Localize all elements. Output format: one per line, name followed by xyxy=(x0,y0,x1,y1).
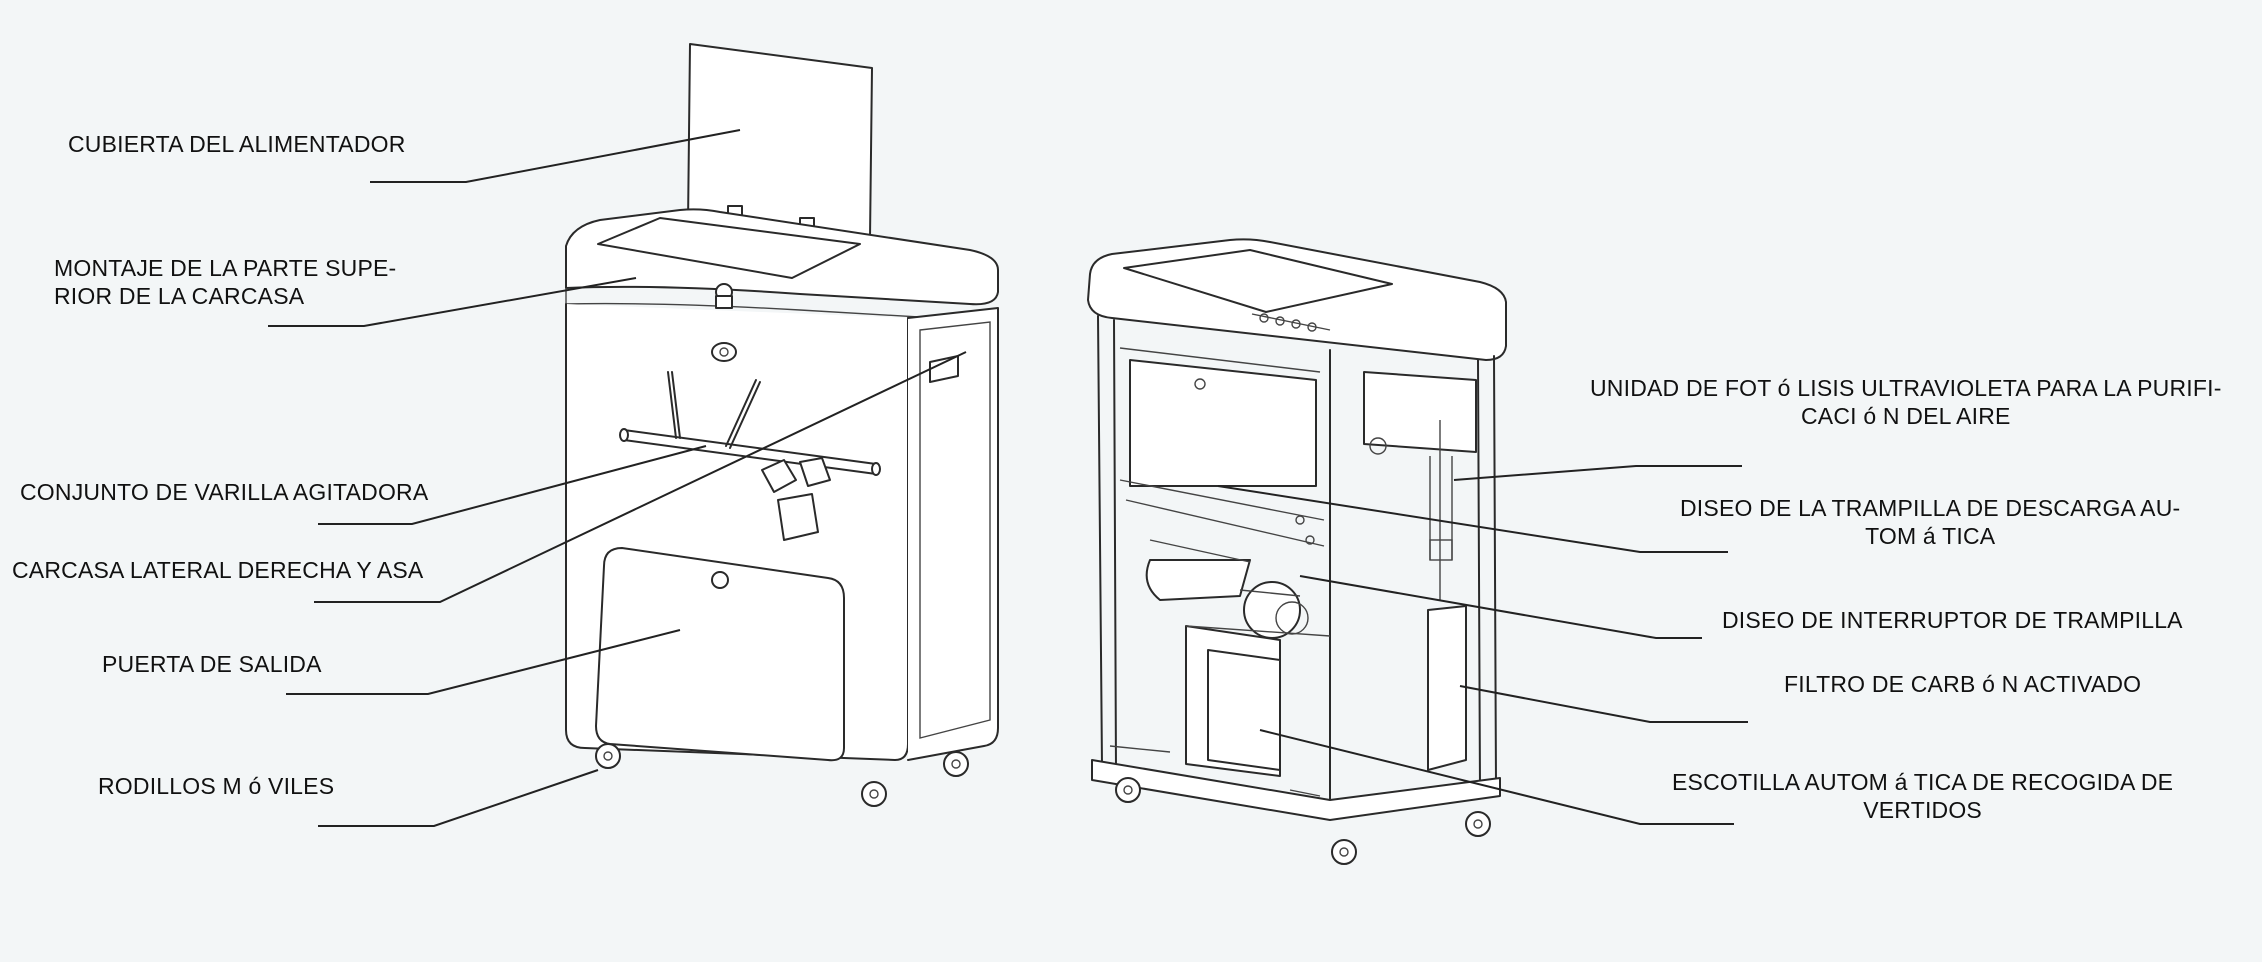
right-side-panel xyxy=(907,307,999,761)
label-hatch-switch: DISEO DE INTERRUPTOR DE TRAMPILLA xyxy=(1722,607,2183,633)
roller-2 xyxy=(861,781,887,807)
label-top-housing: MONTAJE DE LA PARTE SUPE- RIOR DE LA CAR… xyxy=(54,254,396,310)
label-rollers: RODILLOS M ó VILES xyxy=(98,773,335,799)
label-uv-unit: UNIDAD DE FOT ó LISIS ULTRAVIOLETA PARA … xyxy=(1590,374,2222,430)
activated-carbon-filter xyxy=(1427,605,1467,771)
label-discharge-hatch-line1: DISEO DE LA TRAMPILLA DE DESCARGA AU- xyxy=(1680,495,2181,521)
interior-roller-1 xyxy=(1115,777,1141,803)
exit-door-knob xyxy=(711,571,729,589)
exit-door xyxy=(595,547,845,762)
label-spill-hatch-line2: VERTIDOS xyxy=(1863,797,1982,823)
leader-uv-unit xyxy=(1453,465,1742,481)
uv-unit xyxy=(1363,371,1477,453)
interior-roller-3 xyxy=(1465,811,1491,837)
label-uv-unit-line2: CACI ó N DEL AIRE xyxy=(1800,403,2011,429)
interior-roller-2 xyxy=(1331,839,1357,865)
label-right-side-housing: CARCASA LATERAL DERECHA Y ASA xyxy=(12,557,424,583)
front-lock xyxy=(711,342,737,362)
label-spill-hatch-line1: ESCOTILLA AUTOM á TICA DE RECOGIDA DE xyxy=(1672,769,2174,795)
label-agitator-rod: CONJUNTO DE VARILLA AGITADORA xyxy=(20,479,429,505)
leader-top-housing xyxy=(268,277,637,327)
leader-rollers xyxy=(318,769,599,827)
right-machine-interior xyxy=(1087,238,1507,865)
roller-3 xyxy=(943,751,969,777)
label-spill-hatch: ESCOTILLA AUTOM á TICA DE RECOGIDA DE VE… xyxy=(1672,768,2173,824)
leader-lines xyxy=(268,129,1748,827)
leader-discharge-hatch xyxy=(1217,485,1728,553)
drum xyxy=(1145,559,1251,601)
leader-hatch-switch xyxy=(1299,575,1702,639)
label-carbon-filter: FILTRO DE CARB ó N ACTIVADO xyxy=(1784,671,2142,697)
left-machine-exterior xyxy=(565,43,999,807)
label-discharge-hatch-line2: TOM á TICA xyxy=(1865,523,1996,549)
agitator-rod-assembly xyxy=(619,371,881,541)
leader-carbon-filter xyxy=(1459,685,1748,723)
feeder-cover-lid xyxy=(687,43,873,239)
top-housing xyxy=(565,208,999,306)
leader-agitator-rod xyxy=(318,445,707,525)
leader-spill-hatch xyxy=(1259,729,1734,825)
motor xyxy=(1243,581,1301,639)
leader-exit-door xyxy=(286,629,681,695)
side-handle xyxy=(929,355,959,383)
label-discharge-hatch: DISEO DE LA TRAMPILLA DE DESCARGA AU- TO… xyxy=(1680,494,2180,550)
interior-base xyxy=(1091,759,1501,821)
label-uv-unit-line1: UNIDAD DE FOT ó LISIS ULTRAVIOLETA PARA … xyxy=(1590,375,2222,401)
label-exit-door: PUERTA DE SALIDA xyxy=(102,651,322,677)
label-feeder-cover: CUBIERTA DEL ALIMENTADOR xyxy=(68,131,406,157)
discharge-hatch xyxy=(1129,359,1317,487)
label-top-housing-line2: RIOR DE LA CARCASA xyxy=(54,283,305,309)
roller-1 xyxy=(595,743,621,769)
leader-right-side-housing xyxy=(314,351,967,603)
interior-top-housing xyxy=(1087,238,1507,361)
label-top-housing-line1: MONTAJE DE LA PARTE SUPE- xyxy=(54,255,397,281)
leader-feeder-cover xyxy=(370,129,741,183)
